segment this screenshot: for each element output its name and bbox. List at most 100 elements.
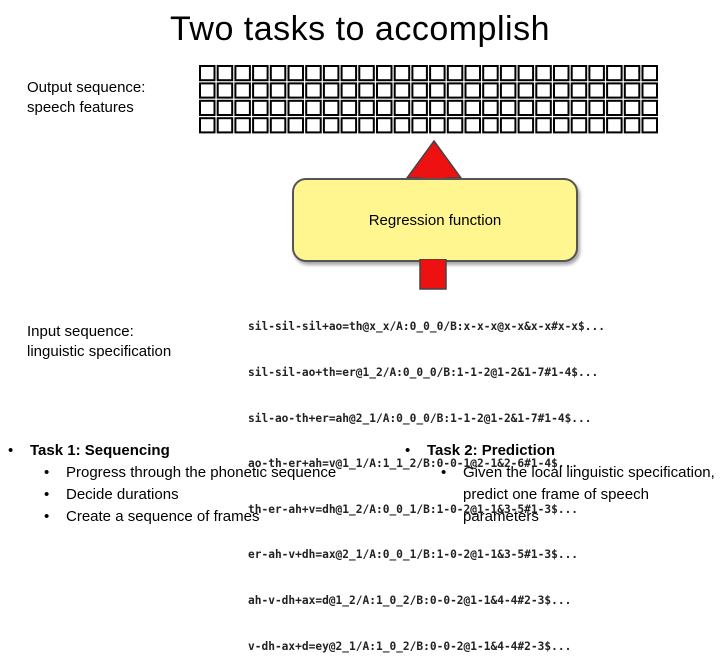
task-2-block: • Task 2: Prediction • Given the local l… bbox=[405, 440, 715, 528]
feature-cell bbox=[553, 65, 570, 82]
feature-cell bbox=[464, 117, 481, 134]
feature-cell bbox=[234, 99, 251, 116]
feature-cell bbox=[482, 65, 499, 82]
feature-cell bbox=[411, 99, 428, 116]
feature-cell bbox=[641, 99, 658, 116]
feature-cell bbox=[641, 65, 658, 82]
feature-cell bbox=[322, 117, 340, 134]
feature-cell bbox=[340, 117, 358, 134]
feature-cell bbox=[376, 82, 393, 99]
feature-cell bbox=[464, 65, 481, 82]
feature-cell bbox=[623, 65, 641, 82]
feature-cell bbox=[252, 99, 269, 116]
feature-cell bbox=[252, 117, 269, 134]
feature-cell bbox=[588, 117, 605, 134]
feature-cell bbox=[641, 82, 658, 99]
feature-cell bbox=[199, 82, 216, 99]
task-1-item: • Progress through the phonetic sequence bbox=[8, 462, 388, 484]
feature-cell bbox=[429, 99, 446, 116]
feature-cell bbox=[570, 65, 588, 82]
feature-cell bbox=[287, 82, 304, 99]
feature-cell bbox=[499, 82, 517, 99]
feature-cell bbox=[393, 65, 411, 82]
feature-cell bbox=[305, 117, 322, 134]
feature-cell bbox=[606, 99, 623, 116]
feature-cell bbox=[340, 65, 358, 82]
up-arrow-to-output bbox=[405, 139, 463, 180]
feature-cell bbox=[570, 99, 588, 116]
feature-cell bbox=[216, 99, 234, 116]
feature-cell bbox=[234, 65, 251, 82]
feature-cell bbox=[376, 99, 393, 116]
feature-cell bbox=[517, 65, 535, 82]
feature-cell bbox=[588, 99, 605, 116]
spec-line: er-ah-v+dh=ax@2_1/A:0_0_1/B:1-0-2@1-1&3-… bbox=[248, 548, 579, 562]
task-2-item-text: Given the local linguistic specification… bbox=[463, 464, 715, 525]
feature-cell bbox=[358, 117, 375, 134]
feature-cell bbox=[358, 99, 375, 116]
feature-cell bbox=[216, 82, 234, 99]
input-label-line-2: linguistic specification bbox=[27, 343, 172, 360]
feature-cell bbox=[340, 82, 358, 99]
feature-cell bbox=[606, 117, 623, 134]
task-2-item: • Given the local linguistic specificati… bbox=[405, 462, 715, 528]
task-1-item: • Decide durations bbox=[8, 484, 388, 506]
input-sequence-label: Input sequence: linguistic specification bbox=[27, 322, 171, 362]
output-label-line-1: Output sequence: bbox=[27, 79, 146, 96]
feature-cell bbox=[570, 117, 588, 134]
feature-cell bbox=[623, 82, 641, 99]
feature-cell bbox=[535, 117, 552, 134]
feature-cell bbox=[199, 99, 216, 116]
feature-cell bbox=[535, 82, 552, 99]
feature-cell bbox=[411, 117, 428, 134]
output-sequence-label: Output sequence: speech features bbox=[27, 78, 145, 118]
feature-cell bbox=[287, 99, 304, 116]
spec-line: sil-sil-sil+ao=th@x_x/A:0_0_0/B:x-x-x@x-… bbox=[248, 320, 605, 334]
feature-cell bbox=[429, 117, 446, 134]
feature-cell bbox=[340, 99, 358, 116]
feature-cell bbox=[322, 82, 340, 99]
feature-cell bbox=[252, 82, 269, 99]
feature-cell bbox=[269, 65, 287, 82]
feature-cell bbox=[641, 117, 658, 134]
arrow-stem-shape bbox=[419, 259, 447, 290]
feature-cell bbox=[269, 117, 287, 134]
feature-cell bbox=[234, 82, 251, 99]
feature-cell bbox=[358, 82, 375, 99]
feature-cell bbox=[411, 65, 428, 82]
task-1-item-text: Decide durations bbox=[66, 486, 179, 503]
feature-cell bbox=[305, 99, 322, 116]
task-1-item-text: Progress through the phonetic sequence bbox=[66, 464, 337, 481]
bullet-icon: • bbox=[44, 464, 50, 481]
feature-cell bbox=[234, 117, 251, 134]
bullet-icon: • bbox=[8, 442, 14, 459]
feature-cell bbox=[464, 99, 481, 116]
feature-cell bbox=[535, 65, 552, 82]
feature-cell bbox=[269, 99, 287, 116]
speech-feature-grid bbox=[199, 65, 658, 134]
feature-cell bbox=[499, 99, 517, 116]
feature-cell bbox=[553, 117, 570, 134]
feature-cell bbox=[411, 82, 428, 99]
task-1-heading: • Task 1: Sequencing bbox=[8, 440, 388, 462]
feature-cell bbox=[446, 99, 464, 116]
feature-cell bbox=[446, 117, 464, 134]
spec-line: ah-v-dh+ax=d@1_2/A:1_0_2/B:0-0-2@1-1&4-4… bbox=[248, 594, 572, 608]
feature-cell bbox=[376, 65, 393, 82]
slide-title: Two tasks to accomplish bbox=[170, 10, 550, 48]
feature-cell bbox=[393, 82, 411, 99]
feature-cell bbox=[623, 99, 641, 116]
feature-cell bbox=[446, 65, 464, 82]
feature-cell bbox=[482, 82, 499, 99]
spec-line: v-dh-ax+d=ey@2_1/A:1_0_2/B:0-0-2@1-1&4-4… bbox=[248, 639, 572, 653]
bullet-icon: • bbox=[44, 508, 50, 525]
feature-cell bbox=[553, 99, 570, 116]
feature-cell bbox=[588, 82, 605, 99]
feature-cell bbox=[606, 65, 623, 82]
feature-cell bbox=[499, 65, 517, 82]
task-1-block: • Task 1: Sequencing • Progress through … bbox=[8, 440, 388, 528]
feature-cell bbox=[393, 99, 411, 116]
task-2-heading-text: Task 2: Prediction bbox=[427, 442, 556, 459]
spec-line: th-er-ah+v=dh@1_2/A:0_0_1/B:1-0-2@1-1&3-… bbox=[248, 502, 579, 516]
feature-cell bbox=[606, 82, 623, 99]
